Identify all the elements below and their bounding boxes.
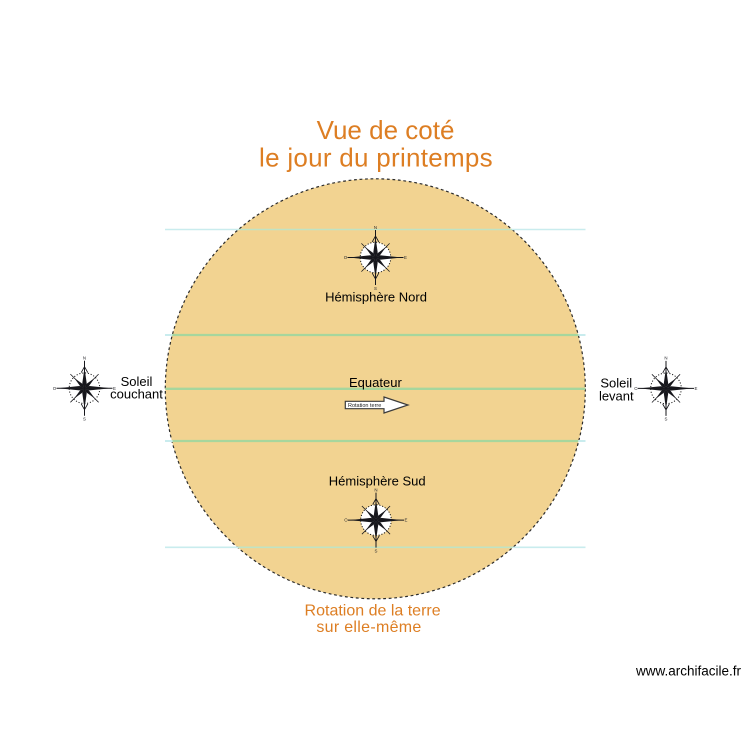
svg-text:le jour du printemps: le jour du printemps	[259, 143, 493, 173]
svg-text:Hémisphère Sud: Hémisphère Sud	[329, 474, 426, 489]
svg-text:Vue de coté: Vue de coté	[317, 115, 455, 145]
svg-text:Rotation de la terre: Rotation de la terre	[305, 603, 441, 620]
svg-text:Soleil: Soleil	[121, 374, 153, 389]
svg-text:sur elle-même: sur elle-même	[316, 619, 421, 636]
svg-text:couchant: couchant	[110, 387, 163, 402]
svg-text:Soleil: Soleil	[600, 376, 632, 391]
svg-text:Hémisphère Nord: Hémisphère Nord	[325, 290, 427, 305]
svg-text:Rotation terre: Rotation terre	[348, 403, 381, 409]
svg-text:Equateur: Equateur	[349, 375, 402, 390]
svg-text:www.archifacile.fr: www.archifacile.fr	[635, 664, 742, 679]
svg-text:levant: levant	[599, 388, 634, 403]
